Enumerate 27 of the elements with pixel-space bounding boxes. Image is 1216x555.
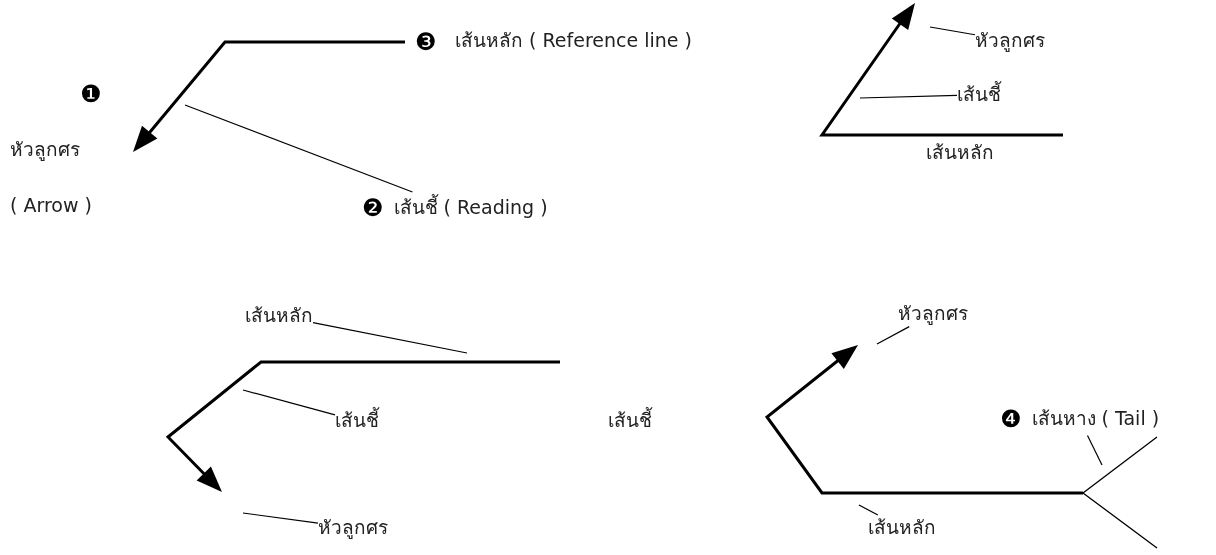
leader-line	[242, 389, 336, 416]
part-label: เส้นชี้	[957, 82, 1001, 108]
part-label: หัวลูกศร	[318, 515, 388, 541]
leader-line	[242, 512, 319, 524]
leader-line	[184, 104, 414, 193]
leader-line	[876, 326, 910, 345]
part-label: เส้นหลัก	[926, 140, 994, 165]
part-label: หัวลูกศร	[975, 28, 1045, 54]
callout-number: ❸	[415, 27, 437, 58]
part-label: เส้นหลัก ( Reference line )	[455, 28, 692, 53]
part-label: หัวลูกศร	[10, 137, 80, 163]
part-label: เส้นชี้	[335, 408, 379, 434]
part-label: หัวลูกศร	[898, 301, 968, 327]
part-label: เส้นหาง ( Tail )	[1031, 406, 1160, 432]
leader-line	[859, 94, 958, 99]
callout-number: ❹	[1000, 404, 1022, 435]
part-label: เส้นชี้	[608, 408, 652, 433]
callout-number: ❷	[362, 193, 384, 224]
leader-line	[929, 26, 976, 36]
leader-line	[1086, 434, 1103, 466]
part-label: เส้นหลัก	[868, 515, 936, 541]
leader-line	[858, 504, 879, 516]
leader-line	[312, 321, 468, 354]
part-label: ( Arrow )	[10, 193, 92, 218]
part-label: เส้นชี้ ( Reading )	[393, 195, 548, 221]
callout-number: ❶	[80, 79, 102, 110]
part-label: เส้นหลัก	[245, 303, 313, 329]
